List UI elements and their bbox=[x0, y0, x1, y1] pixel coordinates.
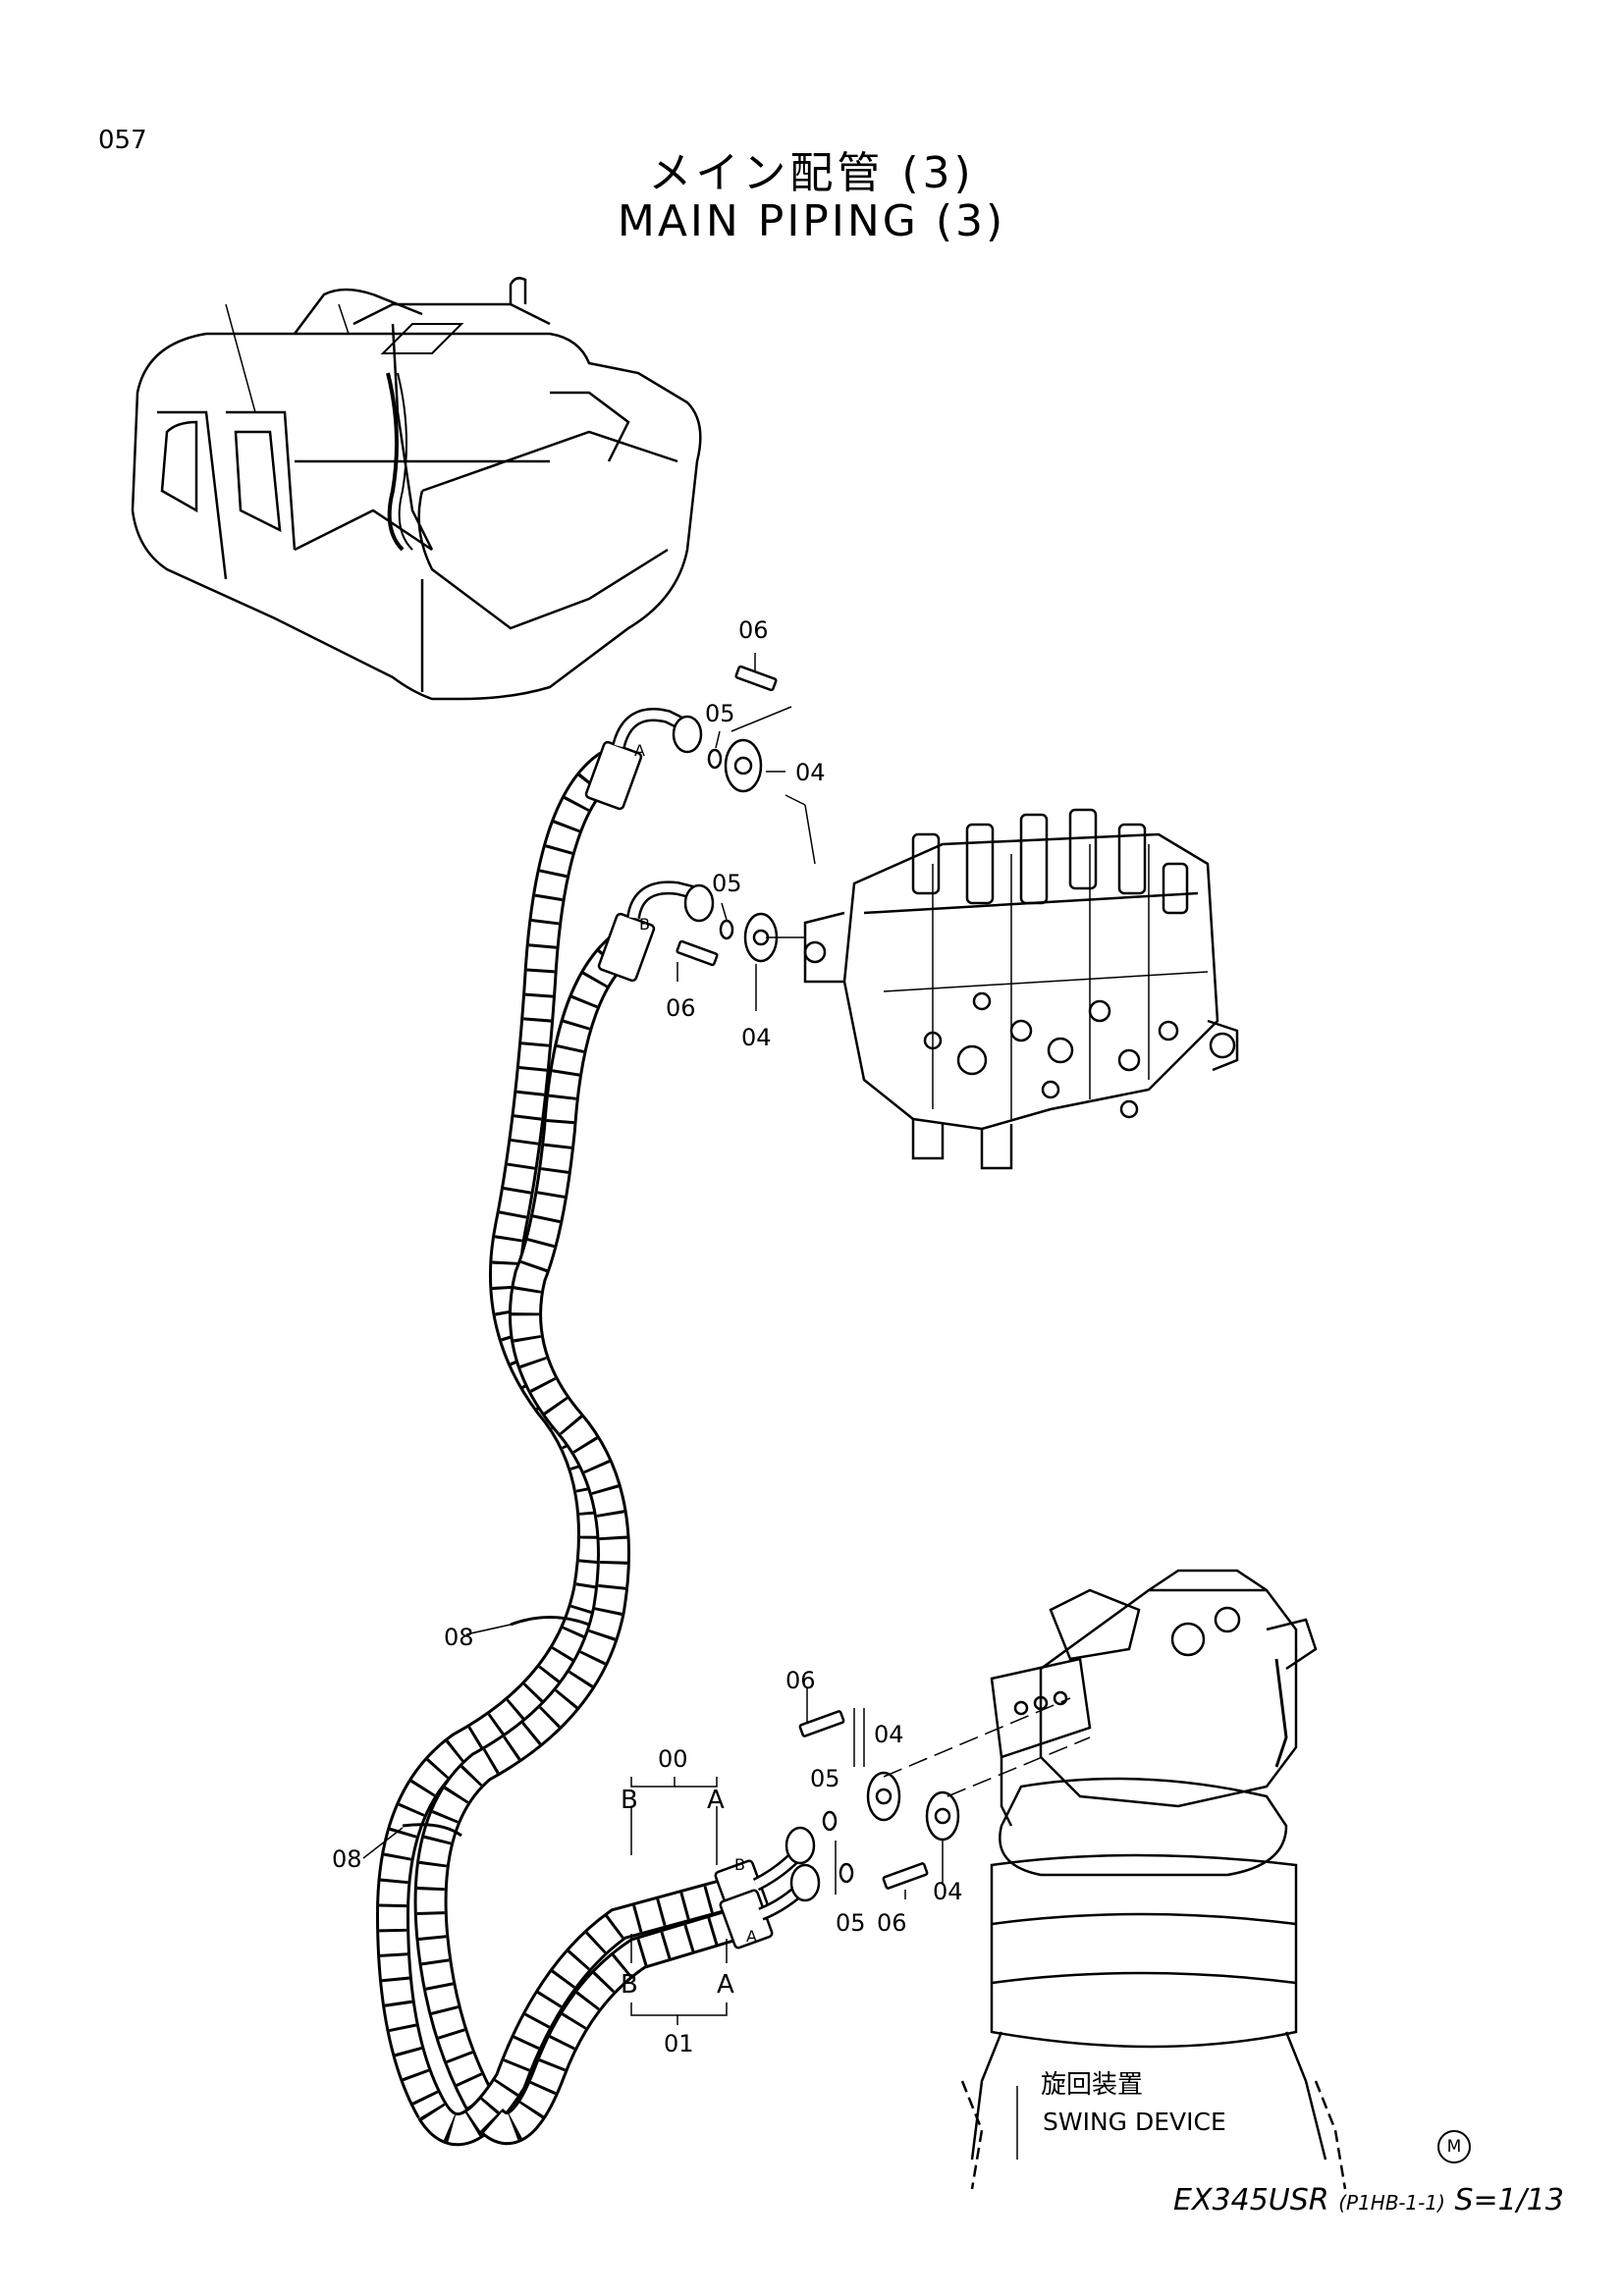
hose-assembly bbox=[375, 751, 741, 2147]
callout-01: 01 bbox=[664, 2030, 694, 2057]
fitting-label-a: A bbox=[746, 1927, 757, 1946]
swing-device-label-jp: 旋回装置 bbox=[1041, 2070, 1143, 2100]
o-ring-low-2 bbox=[839, 1862, 854, 1884]
callout-04-low-bottom: 04 bbox=[933, 1878, 963, 1905]
swing-device-drawing bbox=[960, 1569, 1347, 2190]
callout-05-low-top: 05 bbox=[810, 1765, 840, 1792]
footer-code: (P1HB-1-1) bbox=[1338, 2191, 1445, 2215]
bolt-low-1 bbox=[798, 1710, 845, 1737]
callout-04-low-top: 04 bbox=[874, 1721, 904, 1748]
bracket-00-label-b: B bbox=[621, 1786, 638, 1815]
callout-06-low-bottom: 06 bbox=[877, 1909, 907, 1937]
hose-fittings-bottom bbox=[714, 1826, 821, 1949]
o-ring-top bbox=[707, 748, 723, 770]
title-english: MAIN PIPING (3) bbox=[617, 196, 1006, 246]
footer-scale: S=1/13 bbox=[1454, 2183, 1564, 2217]
o-ring-mid bbox=[719, 919, 734, 940]
o-ring-low-1 bbox=[822, 1810, 838, 1832]
title-japanese: メイン配管 (3) bbox=[648, 148, 975, 198]
bracket-01-label-a: A bbox=[717, 1970, 734, 2000]
m-mark-symbol: M bbox=[1437, 2130, 1471, 2163]
leader-lines bbox=[362, 653, 1091, 2160]
callout-05-mid: 05 bbox=[712, 870, 742, 897]
bolt-low-2 bbox=[882, 1862, 929, 1890]
swing-device-label-en: SWING DEVICE bbox=[1043, 2108, 1226, 2136]
port-label-b-top: B bbox=[639, 915, 650, 934]
bolt-mid bbox=[676, 939, 719, 967]
callout-00: 00 bbox=[658, 1745, 688, 1773]
callout-04-top: 04 bbox=[795, 759, 826, 786]
hose-fittings-top bbox=[584, 708, 715, 983]
bracket-00-label-a: A bbox=[707, 1786, 725, 1815]
footer-model: EX345USR bbox=[1173, 2183, 1329, 2217]
control-valve bbox=[803, 808, 1239, 1170]
hose-clamps bbox=[402, 1616, 590, 1838]
callout-08-lower: 08 bbox=[332, 1845, 362, 1873]
flanges-orings-bolts bbox=[676, 665, 960, 1890]
callout-05-low-bottom: 05 bbox=[836, 1909, 866, 1937]
port-label-a-top: A bbox=[634, 741, 645, 760]
swing-device-label: 旋回装置 SWING DEVICE bbox=[1041, 2070, 1226, 2136]
bracket-01-label-b: B bbox=[621, 1970, 638, 2000]
callout-05-top: 05 bbox=[705, 700, 735, 727]
excavator-overview bbox=[131, 277, 702, 701]
callout-06-mid: 06 bbox=[666, 994, 696, 1022]
callout-numbers: 06 05 04 05 06 04 08 08 06 04 05 05 06 0… bbox=[332, 616, 963, 2057]
fitting-label-b: B bbox=[734, 1855, 745, 1874]
callout-06-top: 06 bbox=[738, 616, 769, 644]
callout-04-mid: 04 bbox=[741, 1024, 772, 1051]
page-number: 057 bbox=[98, 126, 147, 155]
bolt-top bbox=[734, 665, 778, 692]
footer-model-info: EX345USR (P1HB-1-1) S=1/13 bbox=[1173, 2183, 1564, 2217]
port-labels: A B B A B A B A bbox=[621, 741, 757, 2000]
callout-06-low: 06 bbox=[785, 1667, 816, 1694]
callout-08-upper: 08 bbox=[444, 1624, 474, 1651]
